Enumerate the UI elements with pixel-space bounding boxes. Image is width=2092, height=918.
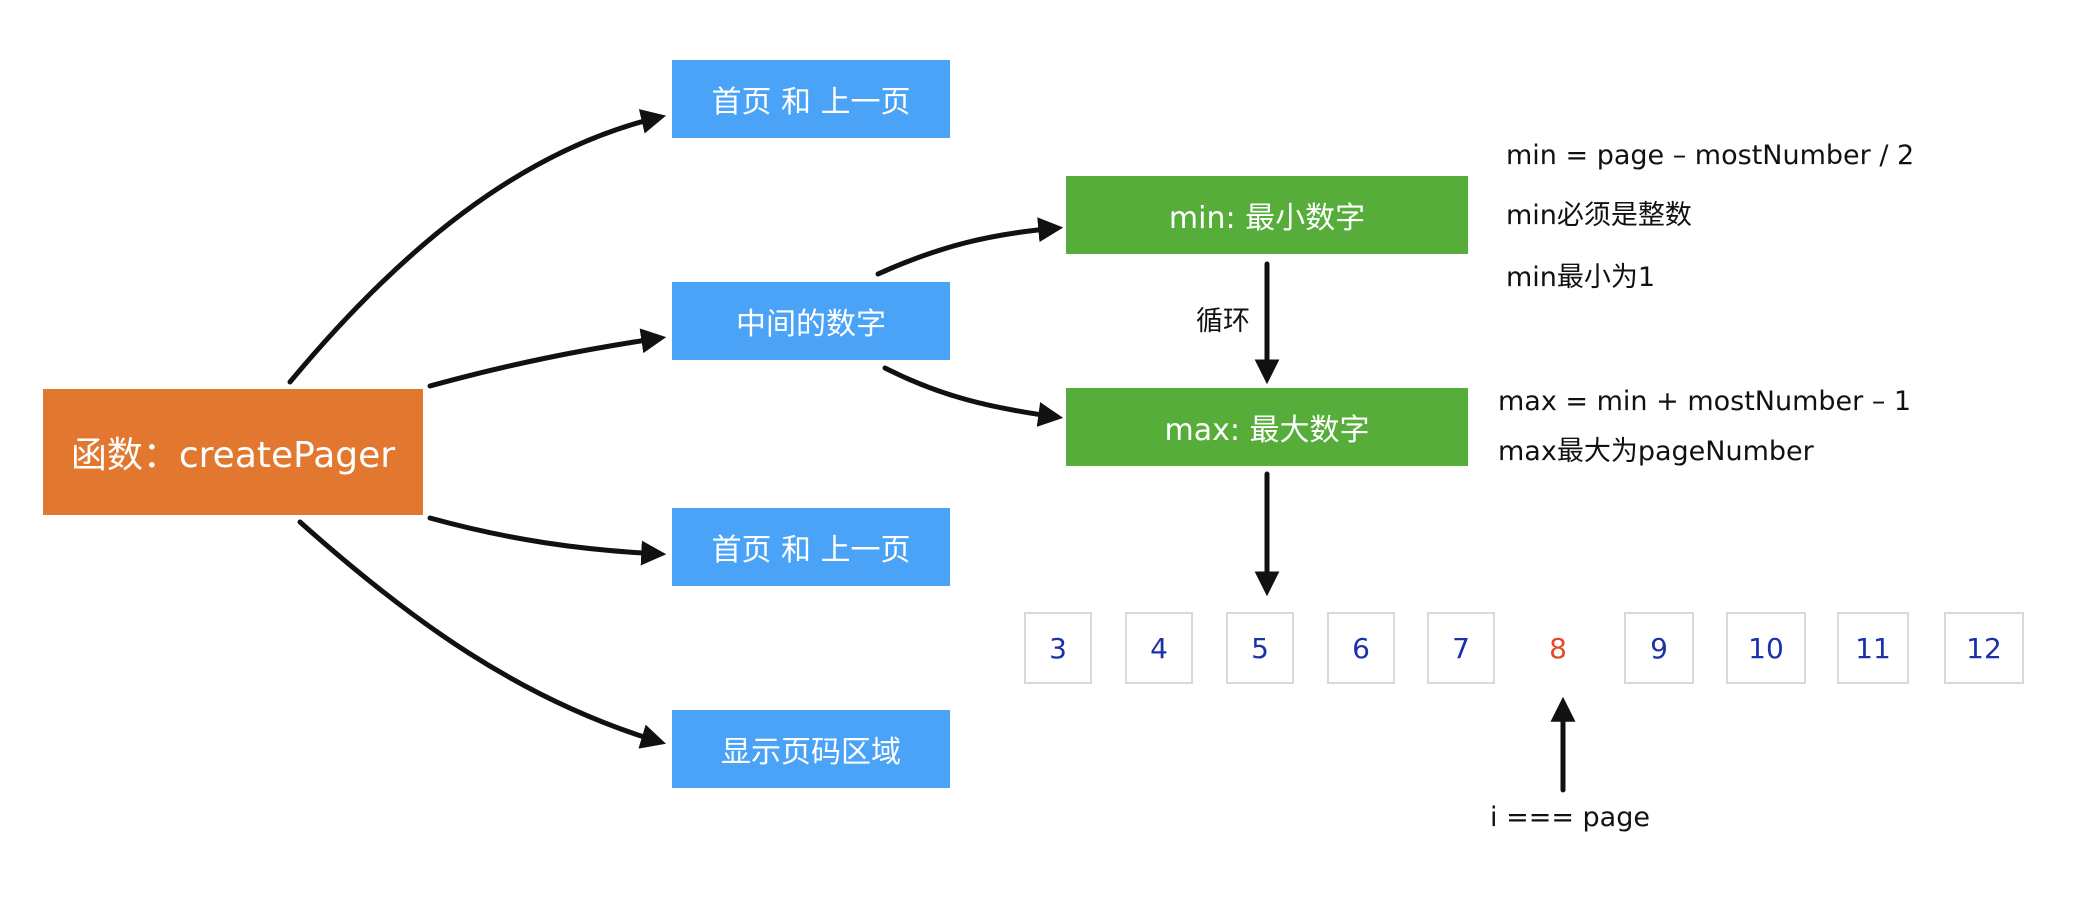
page-cell: 4 (1125, 612, 1193, 684)
page-number: 9 (1650, 631, 1668, 665)
arrow-to-max-box (882, 365, 1064, 427)
branch-box-label: 中间的数字 (736, 307, 886, 342)
arrow-to-bottom-branch (297, 519, 666, 749)
arrow-to-middle-branch (427, 328, 667, 389)
page-cell: 10 (1726, 612, 1806, 684)
min-lower-bound-note: min最小为1 (1506, 262, 1656, 293)
arrow-to-top-branch (287, 109, 667, 385)
min-formula-note: min = page – mostNumber / 2 (1506, 140, 1915, 171)
page-number: 7 (1452, 631, 1470, 665)
max-upper-bound-note: max最大为pageNumber (1498, 436, 1814, 467)
page-cell: 5 (1226, 612, 1294, 684)
branch-box-label: 首页 和 上一页 (711, 85, 911, 120)
loop-label: 循环 (1196, 306, 1250, 337)
max-box: max: 最大数字 (1066, 388, 1468, 466)
page-number: 12 (1966, 631, 2002, 665)
page-number: 5 (1251, 631, 1269, 665)
branch-box-page-area: 显示页码区域 (672, 710, 950, 788)
branch-box-first-prev-second: 首页 和 上一页 (672, 508, 950, 586)
max-formula-note: max = min + mostNumber – 1 (1498, 386, 1912, 417)
page-cell: 7 (1427, 612, 1495, 684)
min-box: min: 最小数字 (1066, 176, 1468, 254)
page-number: 11 (1855, 631, 1891, 665)
branch-box-first-prev: 首页 和 上一页 (672, 60, 950, 138)
arrow-to-min-box (875, 217, 1064, 277)
current-page-condition: i === page (1490, 802, 1650, 833)
page-cell: 11 (1837, 612, 1909, 684)
page-number: 3 (1049, 631, 1067, 665)
arrow-to-third-branch (427, 515, 667, 566)
max-box-label: max: 最大数字 (1164, 413, 1370, 448)
function-box: 函数：createPager (43, 389, 423, 515)
branch-box-label: 首页 和 上一页 (711, 533, 911, 568)
page-number: 10 (1748, 631, 1784, 665)
page-cell-current: 8 (1524, 612, 1592, 684)
page-cell: 9 (1624, 612, 1694, 684)
page-cell: 6 (1327, 612, 1395, 684)
page-number: 4 (1150, 631, 1168, 665)
page-number: 6 (1352, 631, 1370, 665)
min-box-label: min: 最小数字 (1168, 201, 1366, 236)
branch-box-middle-numbers: 中间的数字 (672, 282, 950, 360)
function-box-label: 函数：createPager (70, 435, 396, 476)
branch-box-label: 显示页码区域 (721, 735, 901, 770)
page-cell: 12 (1944, 612, 2024, 684)
min-integer-note: min必须是整数 (1506, 200, 1692, 231)
page-number-current: 8 (1549, 631, 1567, 665)
page-cell: 3 (1024, 612, 1092, 684)
